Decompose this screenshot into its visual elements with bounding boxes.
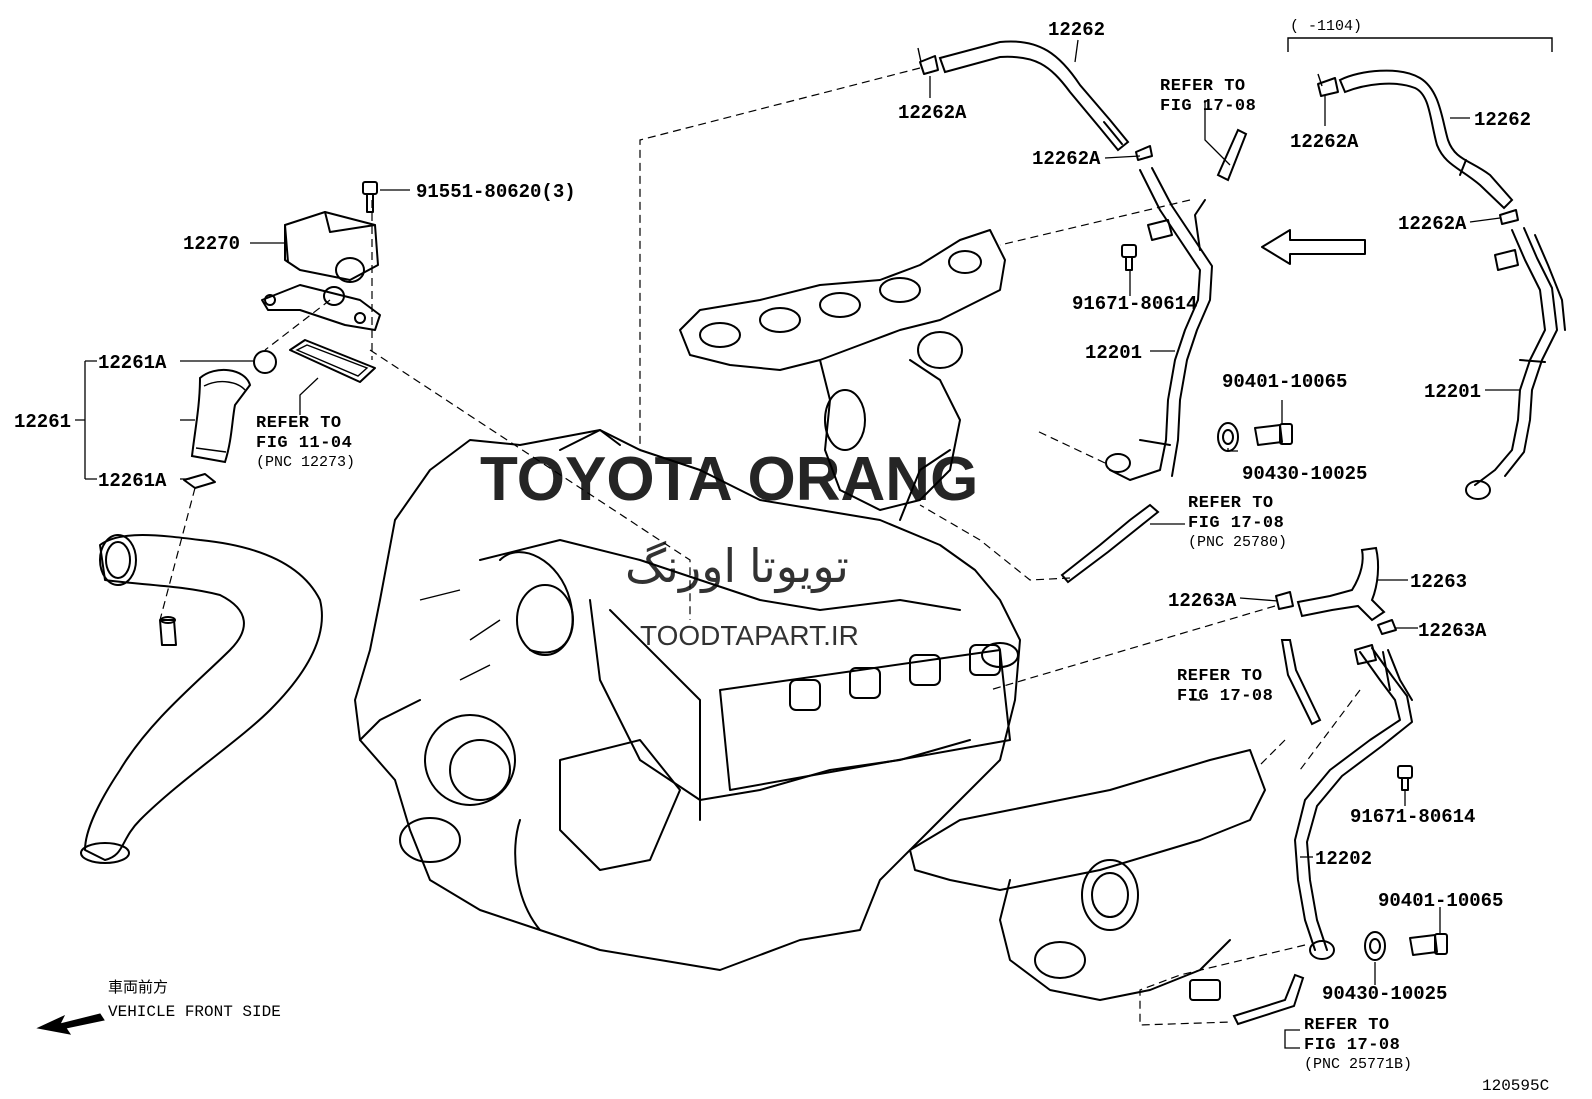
label-12263: 12263: [1410, 571, 1467, 593]
part-12201-pipe: [1060, 128, 1293, 584]
label-90430-bot: 90430-10025: [1322, 983, 1447, 1005]
figure-code: 120595C: [1482, 1077, 1549, 1095]
label-12262a-mid: 12262A: [1032, 148, 1101, 170]
ref2-line1: REFER TO: [256, 414, 342, 433]
front-arrow-icon: [36, 1013, 105, 1035]
label-91671-top: 91671-80614: [1072, 293, 1197, 315]
ref4-line2: FIG 17-08: [1177, 687, 1273, 706]
watermark: TOYOTA ORANG تویوتا اورنگ TOODTAPART.IR: [480, 445, 978, 651]
watermark-site: TOODTAPART.IR: [640, 620, 859, 651]
part-12202-pipe: [1232, 644, 1448, 1026]
part-12263-hose: [1275, 546, 1397, 726]
cam-cover-bosses: [789, 642, 1019, 711]
vehicle-front-jp: 車両前方: [108, 979, 168, 997]
label-12261: 12261: [14, 411, 71, 433]
label-12262a-inset-2: 12262A: [1398, 213, 1467, 235]
label-12262a-inset-1: 12262A: [1290, 131, 1359, 153]
ref1-line2: FIG 17-08: [1160, 97, 1256, 116]
label-91551: 91551-80620(3): [416, 181, 576, 203]
label-91671-bot: 91671-80614: [1350, 806, 1475, 828]
vehicle-front-en: VEHICLE FRONT SIDE: [108, 1003, 281, 1021]
label-12263a-right: 12263A: [1418, 620, 1487, 642]
vehicle-front-indicator: 車両前方 VEHICLE FRONT SIDE: [36, 979, 281, 1035]
leader-lines: [75, 39, 1520, 1049]
label-12261a-top: 12261A: [98, 352, 167, 374]
ref5-line3: (PNC 25771B): [1304, 1056, 1412, 1073]
inset-range: ( -1104): [1290, 18, 1362, 35]
ref3-line3: (PNC 25780): [1188, 534, 1287, 551]
ref3-line1: REFER TO: [1188, 494, 1274, 513]
ref1-line1: REFER TO: [1160, 77, 1246, 96]
part-labels: 12262 12262A 12262A 91551-80620(3) 12270…: [14, 18, 1531, 1005]
dashed-guides: [159, 67, 1361, 1026]
ref5-line1: REFER TO: [1304, 1016, 1390, 1035]
ref2-line3: (PNC 12273): [256, 454, 355, 471]
reference-labels: REFER TO FIG 17-08 REFER TO FIG 11-04 (P…: [256, 77, 1412, 1073]
watermark-brand: TOYOTA ORANG: [480, 445, 978, 514]
part-12262-hose: [917, 40, 1153, 161]
left-exhaust-manifold: [679, 229, 1006, 511]
ref2-line2: FIG 11-04: [256, 434, 352, 453]
ref5-line2: FIG 17-08: [1304, 1036, 1400, 1055]
label-90401-bot: 90401-10065: [1378, 890, 1503, 912]
label-12261a-bot: 12261A: [98, 470, 167, 492]
label-12263a-left: 12263A: [1168, 590, 1237, 612]
label-90430-top: 90430-10025: [1242, 463, 1367, 485]
ref3-line2: FIG 17-08: [1188, 514, 1284, 533]
part-12261-hose: [183, 368, 252, 489]
right-exhaust-manifold: [909, 749, 1266, 1001]
label-12262-inset: 12262: [1474, 109, 1531, 131]
part-12270-assembly: [253, 181, 381, 383]
inset-earlier-models: [1261, 37, 1566, 500]
label-12262-top: 12262: [1048, 19, 1105, 41]
label-12201-inset: 12201: [1424, 381, 1481, 403]
label-12270: 12270: [183, 233, 240, 255]
intake-pipe: [80, 534, 323, 864]
label-12262a-top: 12262A: [898, 102, 967, 124]
ref4-line1: REFER TO: [1177, 667, 1263, 686]
engine-assembly: [354, 429, 1021, 971]
label-90401-top: 90401-10065: [1222, 371, 1347, 393]
label-12201: 12201: [1085, 342, 1142, 364]
label-12202: 12202: [1315, 848, 1372, 870]
